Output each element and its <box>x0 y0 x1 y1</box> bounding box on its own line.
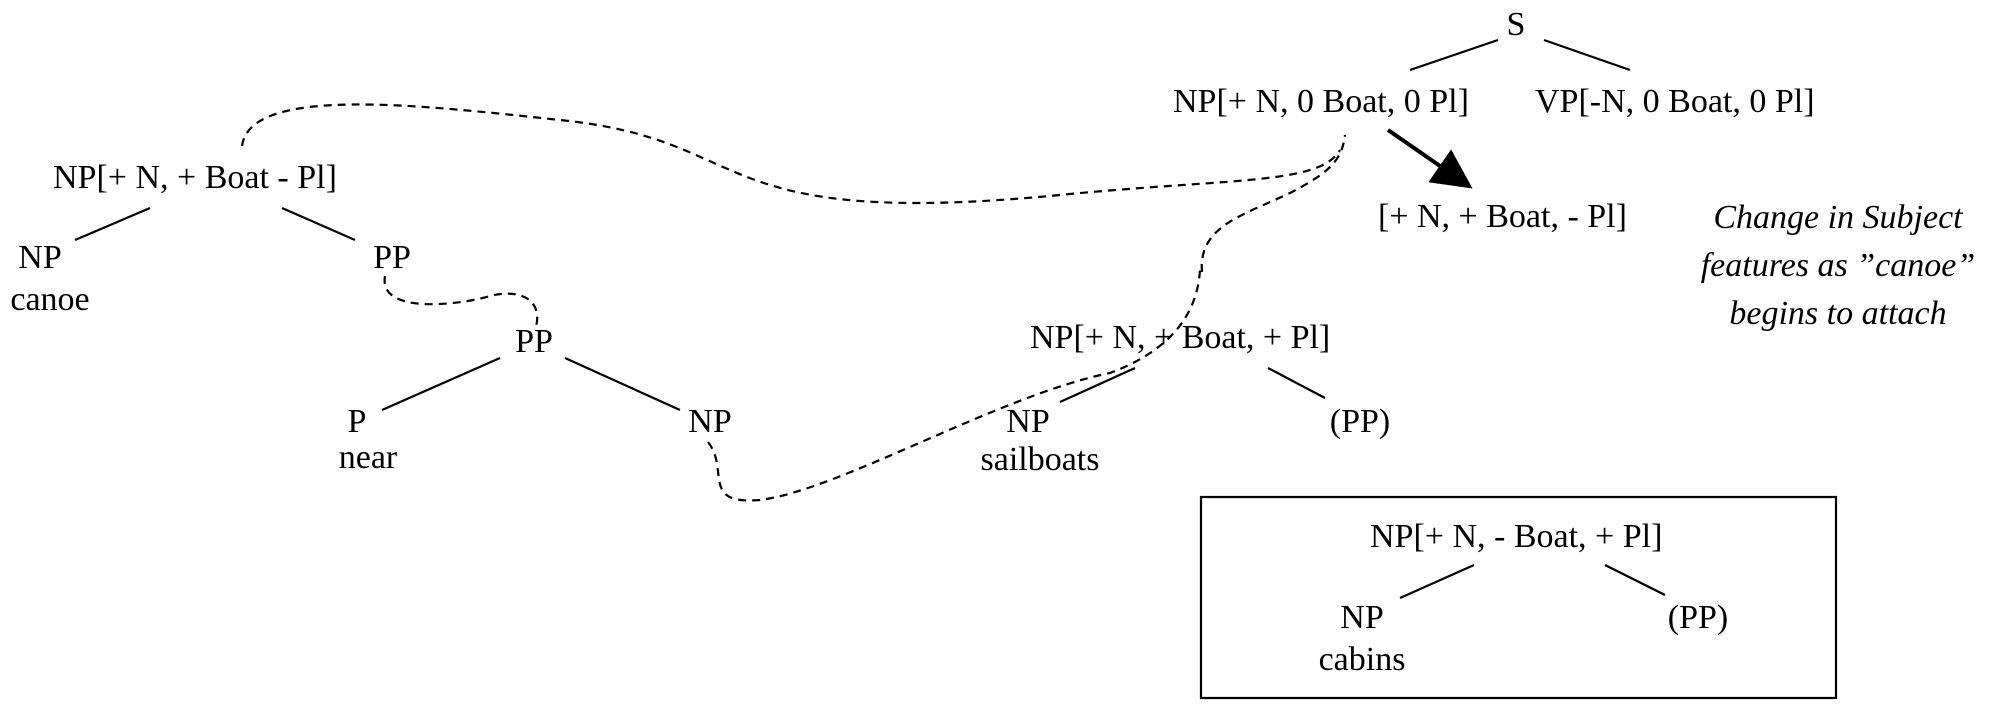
pp-to-pp-dashed-link <box>383 275 539 331</box>
canoe-top-to-pp-edge <box>281 206 356 242</box>
sailboats-top-to-pp-edge <box>1267 367 1326 399</box>
changed-features-label: [+ N, + Boat, - Pl] <box>1378 198 1627 235</box>
cabins-top-to-np-edge <box>1399 563 1475 600</box>
near-word: near <box>339 439 398 476</box>
canoe-word: canoe <box>10 281 89 318</box>
sailboats-to-subject-dashed-link <box>1200 134 1347 273</box>
sailboats-np-node: NP <box>1006 403 1049 440</box>
cabins-top-to-pp-edge <box>1604 564 1666 596</box>
predicate-vp-node: VP[-N, 0 Boat, 0 Pl] <box>1535 83 1815 120</box>
pp-object-np-node: NP <box>688 403 731 440</box>
canoe-to-subject-dashed-link <box>240 103 1341 205</box>
canoe-top-to-np-edge <box>74 206 151 242</box>
cabins-np-node: NP <box>1340 599 1383 636</box>
s-node: S <box>1507 6 1526 43</box>
s-to-np-edge <box>1409 38 1499 72</box>
cabins-pp-node: (PP) <box>1668 599 1728 636</box>
sailboats-pp-node: (PP) <box>1330 403 1390 440</box>
canoe-tree-top-node: NP[+ N, + Boat - Pl] <box>53 159 337 196</box>
feature-change-arrow <box>1386 128 1473 189</box>
cabins-box <box>1199 495 1838 700</box>
sailboats-word: sailboats <box>981 441 1100 478</box>
annotation-line-1: Change in Subject <box>1713 199 1964 236</box>
canoe-np-node: NP <box>18 239 61 276</box>
cabins-tree-top-node: NP[+ N, - Boat, + Pl] <box>1370 518 1662 555</box>
pp-to-p-edge <box>381 356 501 412</box>
canoe-pp-lower-node: PP <box>515 323 553 360</box>
canoe-pp-upper-node: PP <box>373 239 411 276</box>
p-node: P <box>348 403 367 440</box>
cabins-word: cabins <box>1319 641 1406 678</box>
pp-to-np-edge <box>564 356 681 412</box>
annotation-line-2: features as ”canoe” <box>1701 247 1976 284</box>
subject-np-node: NP[+ N, 0 Boat, 0 Pl] <box>1173 83 1469 120</box>
np-to-sailboats-dashed-link <box>707 269 1202 502</box>
sailboats-top-to-np-edge <box>1059 366 1136 404</box>
s-to-vp-edge <box>1543 38 1631 72</box>
annotation-line-3: begins to attach <box>1729 295 1946 332</box>
